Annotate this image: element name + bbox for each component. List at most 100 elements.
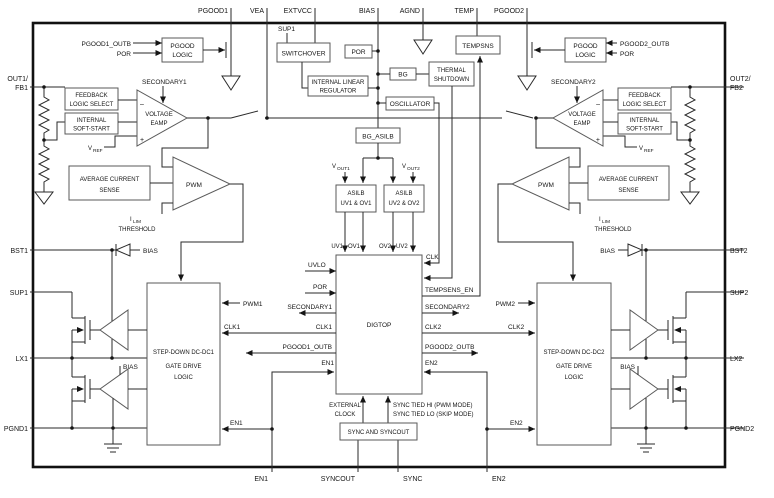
label-ov2: OV2 (379, 244, 392, 250)
label-clk1-digtop: CLK1 (316, 324, 333, 331)
dcdc2-line3: LOGIC (565, 375, 584, 381)
pgood-logic-2-line1: PGOOD (573, 43, 598, 50)
label-vout1: V (332, 164, 336, 170)
label-vref-1: V (88, 146, 92, 152)
feedback-logic-select-box-1 (64, 87, 119, 111)
pwm1-label: PWM (186, 182, 202, 189)
asilb-uv2-ov2-box (383, 184, 425, 213)
pin-pgnd1: PGND1 (4, 426, 28, 433)
error-amp-section-left: FEEDBACK LOGIC SELECT INTERNAL SOFT-STAR… (64, 79, 502, 281)
pin-pgood1: PGOOD1 (198, 8, 228, 15)
eamp2-plus: + (596, 137, 600, 144)
feedback-divider-left (34, 87, 65, 205)
label-ilim-2: I (599, 217, 601, 223)
top-pin-labels: PGOOD1 VEA EXTVCC BIAS AGND TEMP PGOOD2 (198, 8, 524, 15)
internal-soft-start-box-1 (64, 112, 119, 135)
dcdc2-line1: STEP-DOWN DC-DC2 (544, 350, 606, 356)
pin-sync: SYNC (403, 476, 422, 483)
label-bias-diode-1: BIAS (143, 248, 158, 255)
pin-temp: TEMP (455, 8, 475, 15)
fls2-line1: FEEDBACK (628, 93, 660, 99)
bottom-pin-wires (357, 440, 399, 472)
eamp2-line2: EAMP (573, 121, 590, 127)
label-secondary2-top: SECONDARY2 (551, 79, 596, 86)
ls-fet-2 (667, 358, 687, 428)
eamp1-plus: + (140, 137, 144, 144)
label-vout2: V (402, 164, 406, 170)
pin-en2: EN2 (492, 476, 506, 483)
thermal-shutdown-wire (424, 86, 453, 281)
asilb1-line1: ASILB (347, 191, 364, 197)
label-sup1-tag: SUP1 (278, 26, 295, 33)
pin-en1: EN1 (254, 476, 268, 483)
pin-pgood2: PGOOD2 (494, 8, 524, 15)
pgood-logic-box-1 (161, 37, 204, 63)
label-threshold-1: THRESHOLD (118, 227, 156, 233)
pwm1-output-wire (178, 183, 244, 281)
thermal-line1: THERMAL (437, 68, 466, 74)
ground-triangle-pgood2 (517, 75, 537, 91)
pgood-section-right: PGOOD LOGIC PGOOD2_OUTB POR (517, 37, 669, 91)
pin-vea: VEA (250, 8, 264, 15)
fls1-line1: FEEDBACK (75, 93, 107, 99)
switchover-box (276, 42, 331, 63)
thermal-shutdown-box (428, 61, 475, 87)
asilb1-line2: UV1 & OV1 (340, 201, 372, 207)
feedback-divider-right (671, 87, 700, 205)
label-bias-diode-2: BIAS (600, 248, 615, 255)
pin-pgnd2: PGND2 (730, 426, 754, 433)
label-pgood1-outb-digtop: PGOOD1_OUTB (283, 344, 332, 351)
label-uv1: UV1 (331, 244, 343, 250)
hs-fet-1 (71, 292, 91, 358)
junction-dots (42, 49, 692, 431)
voltage-eamp-1 (136, 89, 189, 147)
digtop-label: DIGTOP (367, 322, 392, 329)
acs1-line1: AVERAGE CURRENT (80, 177, 140, 183)
digtop-section: DIGTOP UVLO POR SECONDARY1 CLK1 CLK1 PGO… (222, 56, 535, 472)
ground-pgnd2 (637, 443, 655, 453)
iss2-line2: SOFT-START (626, 127, 663, 133)
label-en2-branch: EN2 (510, 420, 523, 427)
eamp2-line1: VOLTAGE (568, 112, 595, 118)
eamp1-minus: – (140, 101, 144, 108)
ls-fet-1 (71, 358, 91, 428)
pin-fb2: FB2 (730, 85, 743, 92)
dcdc1-line3: LOGIC (174, 375, 193, 381)
label-vref-1-sub: REF (93, 148, 103, 154)
ground-triangle-fb1 (34, 191, 54, 205)
ground-pgnd1 (104, 443, 122, 453)
pin-agnd: AGND (400, 8, 420, 15)
label-uvlo: UVLO (308, 262, 326, 269)
fls2-line2: LOGIC SELECT (623, 102, 667, 108)
dcdc2-box (536, 282, 612, 446)
label-vref-2: V (639, 146, 643, 152)
sync-syncout-box (339, 422, 418, 441)
fls1-line2: LOGIC SELECT (70, 102, 114, 108)
oscillator-label: OSCILLATOR (390, 101, 431, 108)
pgood-fet-2 (526, 40, 533, 76)
label-clk: CLK (426, 254, 439, 261)
label-por-digtop: POR (313, 284, 327, 291)
voltage-eamp-2 (551, 89, 604, 147)
dcdc2-line2: GATE DRIVE (556, 364, 592, 370)
eamp2-minus: – (596, 101, 600, 108)
digtop-box (335, 254, 423, 395)
ground-triangle-agnd (413, 39, 433, 55)
label-threshold-2: THRESHOLD (594, 227, 632, 233)
label-ilim-2-sub: LIM (602, 219, 610, 225)
label-clk2-digtop: CLK2 (425, 324, 442, 331)
asilb-section: BG_ASILB V OUT1 V OUT2 ASILB UV1 & OV1 A… (331, 127, 425, 252)
pin-sup2: SUP2 (730, 290, 748, 297)
ls-driver-2 (629, 368, 659, 410)
pin-bst2: BST2 (730, 248, 748, 255)
tempsns-label: TEMPSNS (462, 43, 494, 50)
housekeeping-section: SUP1 SWITCHOVER INTERNAL LINEAR REGULATO… (276, 26, 501, 111)
chip-outline (31, 21, 727, 469)
left-pin-labels: OUT1/ FB1 BST1 SUP1 LX1 PGND1 (4, 76, 28, 433)
switchover-label: SWITCHOVER (281, 51, 325, 58)
label-external: EXTERNAL (329, 403, 361, 409)
por-box-label: POR (351, 49, 365, 56)
label-en1-digtop: EN1 (321, 360, 334, 367)
label-uv2: UV2 (396, 244, 408, 250)
tempsns-box (455, 35, 501, 55)
